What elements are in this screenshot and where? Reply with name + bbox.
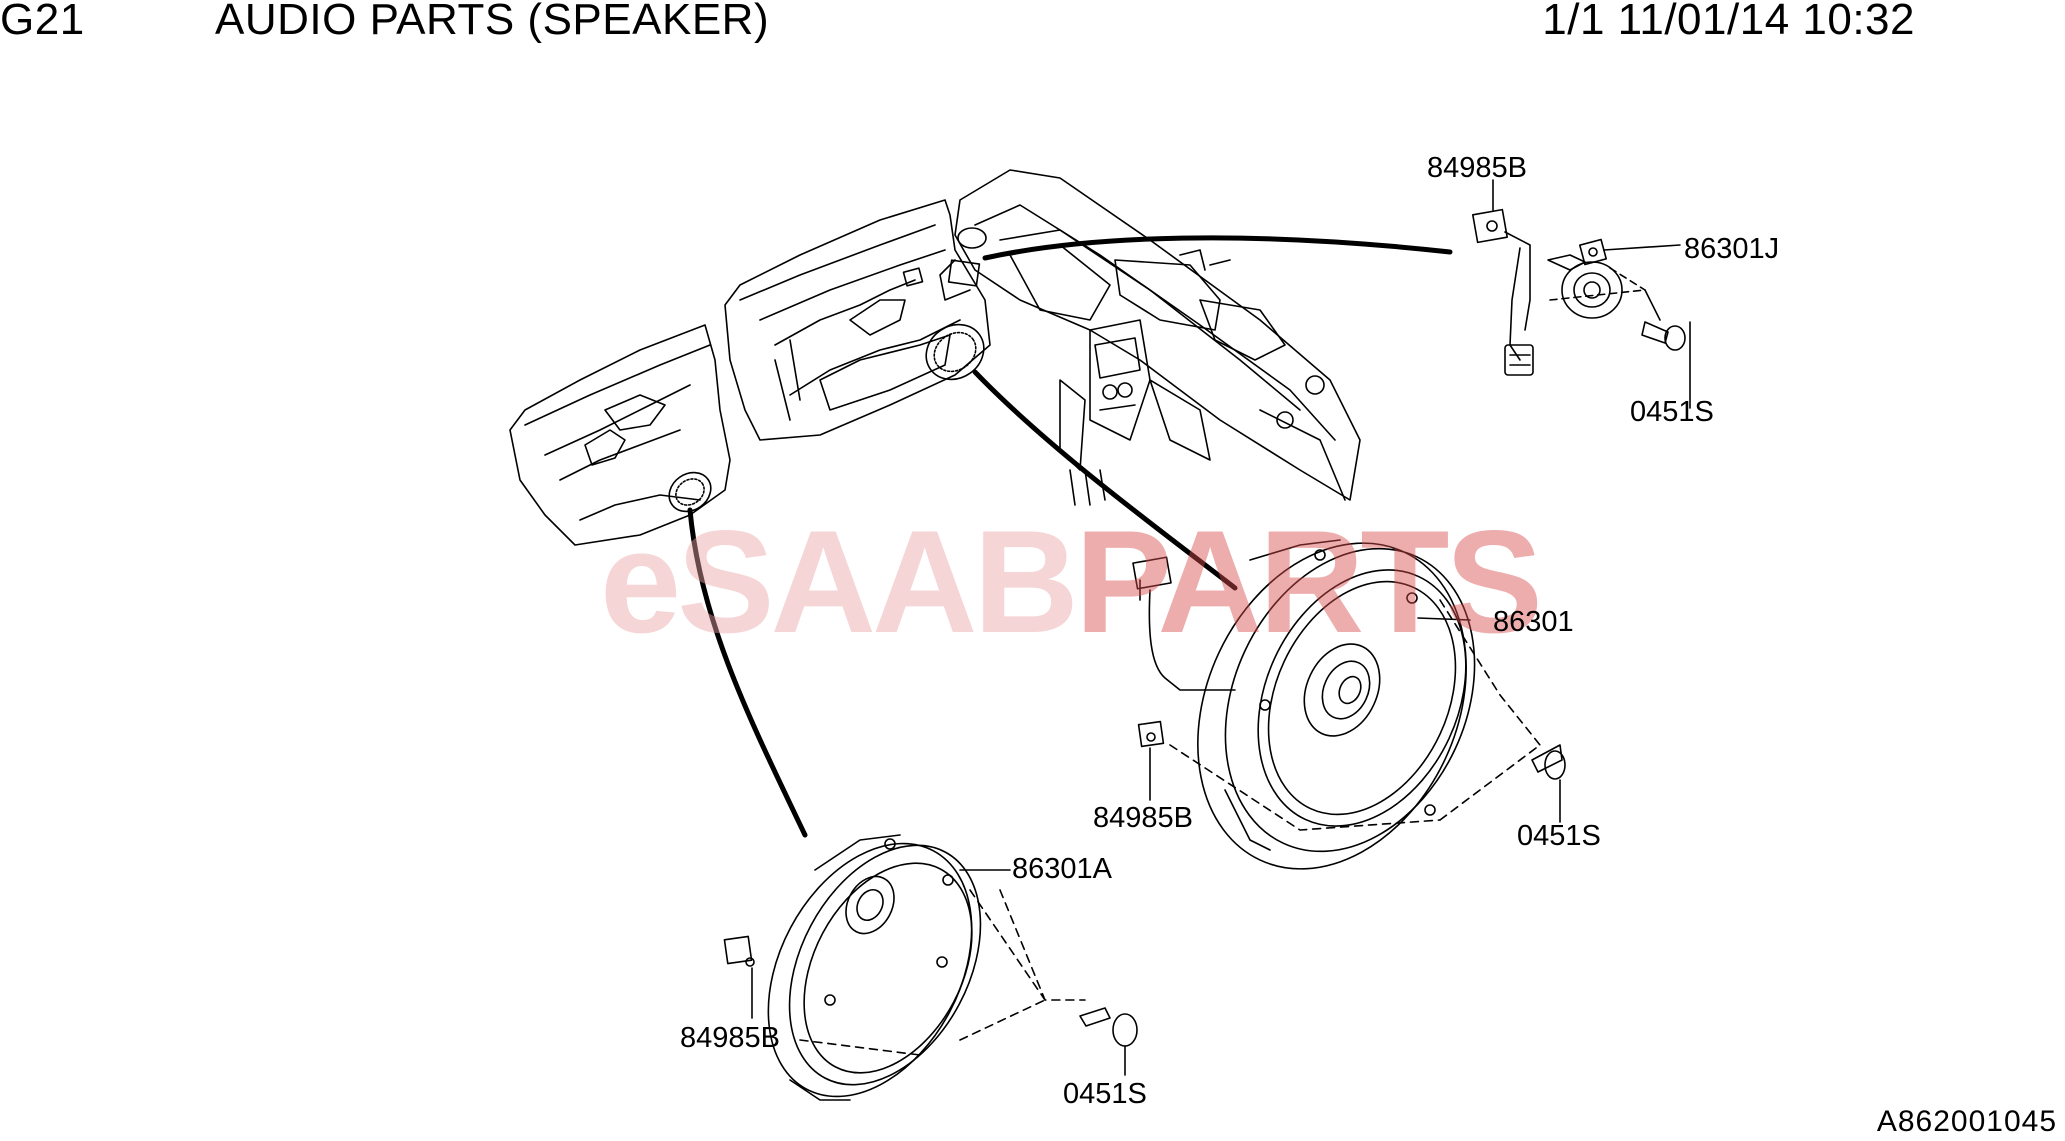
- leader-tweeter: [982, 235, 1453, 261]
- rear-door-illustration: [509, 324, 731, 546]
- callout-tweeter: 86301J: [1684, 233, 1780, 265]
- page-stamp: 1/1 11/01/14 10:32: [1542, 0, 1915, 44]
- rear-speaker-assembly: [723, 834, 1138, 1101]
- leader-rear-speaker: [687, 507, 808, 838]
- callout-front-speaker: 86301: [1493, 606, 1574, 638]
- watermark: eSAABPARTS: [600, 498, 1543, 666]
- figure-reference: A862001045: [1876, 1105, 2057, 1138]
- front-door-illustration: [724, 199, 991, 441]
- callout-screw-middle: 0451S: [1517, 820, 1601, 852]
- front-speaker-assembly: [1132, 539, 1566, 870]
- callout-rear-speaker: 86301A: [1012, 853, 1112, 885]
- leader-arcs: [687, 235, 1453, 838]
- tweeter-assembly: [1471, 208, 1691, 409]
- watermark-right: PARTS: [1074, 500, 1543, 663]
- page-title: AUDIO PARTS (SPEAKER): [215, 0, 770, 44]
- callout-clip-upper: 84985B: [1427, 152, 1527, 184]
- dashboard-illustration: [939, 169, 1361, 506]
- callout-clip-middle: 84985B: [1093, 802, 1193, 834]
- group-code: G21: [0, 0, 85, 44]
- callout-screw-upper: 0451S: [1630, 396, 1714, 428]
- callout-screw-lower: 0451S: [1063, 1078, 1147, 1110]
- watermark-left: eSAAB: [600, 500, 1079, 663]
- leader-front-speaker: [972, 369, 1238, 591]
- callout-clip-lower: 84985B: [680, 1022, 780, 1054]
